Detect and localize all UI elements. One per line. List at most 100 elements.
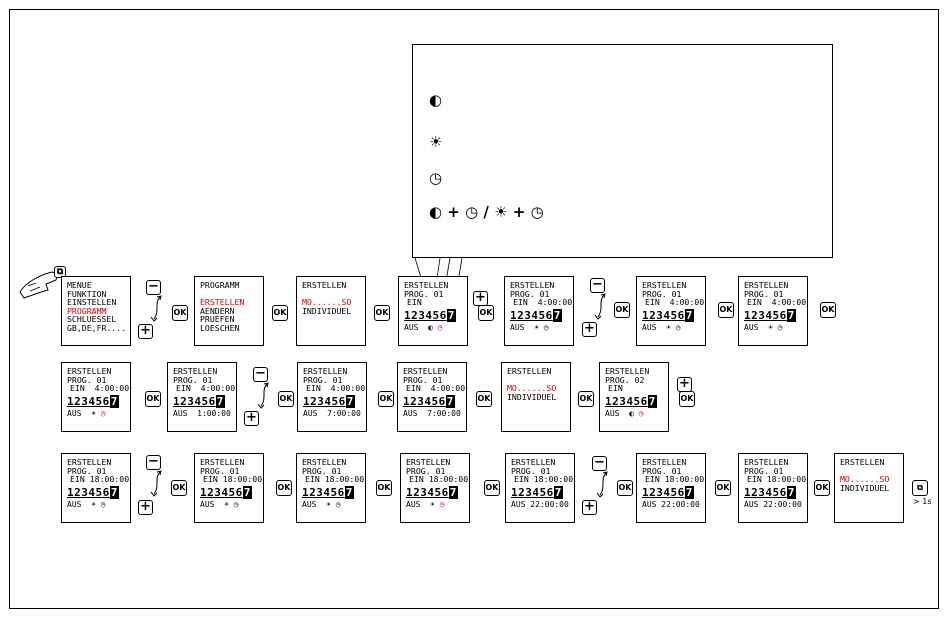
plus-button[interactable]: + <box>473 291 488 306</box>
lcd-on-time: EIN 4:00:00 <box>176 383 236 394</box>
lcd-line: FUNKTION <box>67 288 107 299</box>
clock-icon: ◷ <box>100 408 106 418</box>
lcd-line: INDIVIDUEL <box>302 305 352 316</box>
ok-button[interactable]: OK <box>378 391 394 407</box>
lcd-on-time: EIN <box>608 383 623 394</box>
minus-button[interactable]: − <box>592 456 607 471</box>
lcd-weekdays: 1234567 <box>744 308 796 322</box>
lcd-line: AENDERN <box>200 305 235 316</box>
plus-button[interactable]: + <box>138 324 153 339</box>
lcd-on-time: EIN 18:00:00 <box>645 474 705 485</box>
lcd-weekdays: 1234567 <box>605 394 657 408</box>
minus-button[interactable]: − <box>146 280 161 295</box>
scroll-arrow-icon <box>596 471 608 498</box>
plus-button[interactable]: + <box>244 411 259 426</box>
lcd-program: PROG. 01 <box>302 465 342 476</box>
ok-button[interactable]: OK <box>578 391 594 407</box>
menu-hold-button[interactable]: ⧉ <box>912 480 928 496</box>
lcd-weekdays: 1234567 <box>173 394 225 408</box>
plus-button[interactable]: + <box>677 377 692 392</box>
lcd-title: ERSTELLEN <box>510 280 555 290</box>
lcd-on-time: EIN 4:00:00 <box>70 383 130 394</box>
lcd-weekdays: 1234567 <box>510 308 562 322</box>
minus-button[interactable]: − <box>253 367 268 382</box>
ok-button[interactable]: OK <box>476 391 492 407</box>
lcd-line: MO......SO <box>302 297 352 308</box>
ok-button[interactable]: OK <box>718 302 734 318</box>
lcd-off-row: AUS 7:00:00 <box>303 408 367 418</box>
ok-button[interactable]: OK <box>814 480 830 496</box>
ok-button[interactable]: OK <box>679 391 695 407</box>
lcd-title: ERSTELLEN <box>605 366 650 376</box>
lcd-line: PROGRAMM <box>67 305 107 316</box>
ok-button[interactable]: OK <box>276 480 292 496</box>
ok-button[interactable]: OK <box>820 302 836 318</box>
lcd-on-time: EIN 4:00:00 <box>645 297 705 308</box>
ok-button[interactable]: OK <box>145 391 161 407</box>
lcd-off-row: AUS 7:00:00 <box>403 408 467 418</box>
scroll-arrow-icon <box>257 382 269 409</box>
lcd-on-time: EIN 18:00:00 <box>305 474 365 485</box>
ok-button[interactable]: OK <box>278 391 294 407</box>
clock-icon: ◷ <box>638 408 644 418</box>
lcd-title: ERSTELLEN <box>511 457 556 467</box>
menu-button-icon[interactable]: ⧉ <box>54 266 66 278</box>
lcd-line: ERSTELLEN <box>200 297 245 308</box>
ok-button[interactable]: OK <box>272 305 288 321</box>
lcd-off-row: AUS 22:00:00 <box>511 499 575 509</box>
ok-button[interactable]: OK <box>376 480 392 496</box>
ok-button[interactable]: OK <box>478 305 494 321</box>
lcd-title: ERSTELLEN <box>406 457 451 467</box>
lcd-on-time: EIN 4:00:00 <box>747 297 807 308</box>
lcd-title: ERSTELLEN <box>67 457 112 467</box>
lcd-weekdays: 1234567 <box>67 394 119 408</box>
callout-box: ◐ ☀ ◷ ◐ + ◷ / ☀ + ◷ <box>412 44 833 258</box>
sun-icon: ☀ <box>768 322 778 332</box>
callout-combo: ◐ + ◷ / ☀ + ◷ <box>429 203 544 221</box>
lcd-program: PROG. 01 <box>642 465 682 476</box>
lcd-off-row: AUS ☀ ◷ <box>406 499 445 509</box>
lcd-line: MO......SO <box>507 383 557 394</box>
lcd-off-row: AUS ◐ ◷ <box>605 408 644 418</box>
lcd-title: ERSTELLEN <box>302 457 347 467</box>
lcd-program: PROG. 01 <box>173 374 213 385</box>
lcd-line: SCHLUESSEL <box>67 314 117 325</box>
lcd-on-time: EIN 4:00:00 <box>513 297 573 308</box>
lcd-program: PROG. 01 <box>510 288 550 299</box>
lcd-off-row: AUS ☀ ◷ <box>642 322 681 332</box>
ok-button[interactable]: OK <box>171 480 187 496</box>
lcd-off-row: AUS ◐ ◷ <box>404 322 443 332</box>
ok-button[interactable]: OK <box>374 305 390 321</box>
ok-button[interactable]: OK <box>484 480 500 496</box>
ok-button[interactable]: OK <box>617 480 633 496</box>
ok-button[interactable]: OK <box>715 480 731 496</box>
lcd-program: PROG. 01 <box>67 374 107 385</box>
lcd-on-time: EIN 4:00:00 <box>406 383 466 394</box>
hold-time-label: > 1s <box>913 497 932 506</box>
lcd-program: PROG. 01 <box>406 465 446 476</box>
sun-icon: ☀ <box>91 499 101 509</box>
minus-button[interactable]: − <box>590 278 605 293</box>
plus-button[interactable]: + <box>138 500 153 515</box>
plus-button[interactable]: + <box>582 500 597 515</box>
ok-button[interactable]: OK <box>172 305 188 321</box>
minus-button[interactable]: − <box>146 455 161 470</box>
ok-button[interactable]: OK <box>614 302 630 318</box>
lcd-on-time: EIN 18:00:00 <box>514 474 574 485</box>
lcd-weekdays: 1234567 <box>200 485 252 499</box>
lcd-title: ERSTELLEN <box>744 280 789 290</box>
lcd-program: PROG. 01 <box>200 465 240 476</box>
clock-icon: ◷ <box>233 499 239 509</box>
hand-icon <box>19 271 59 299</box>
plus-button[interactable]: + <box>582 322 597 337</box>
sun-icon: ☀ <box>91 408 101 418</box>
lcd-off-row: AUS ☀ ◷ <box>510 322 549 332</box>
